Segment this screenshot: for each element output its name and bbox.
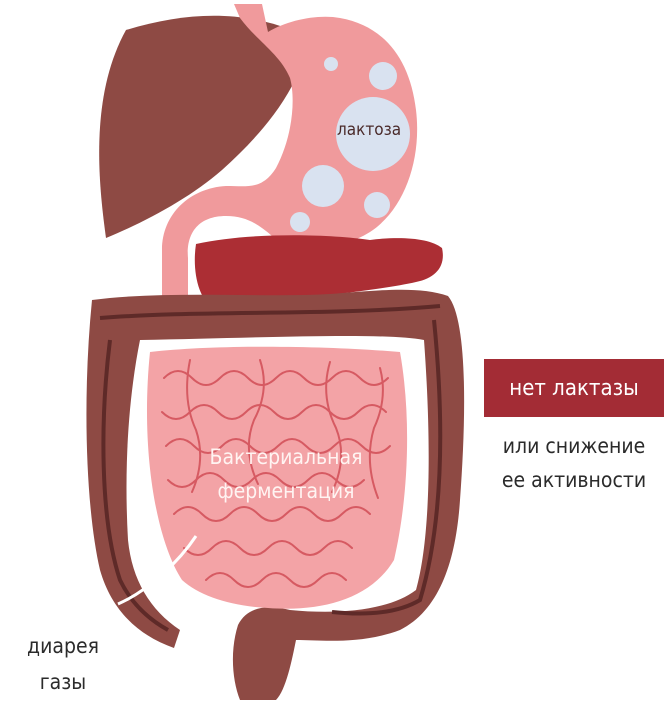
symptom-diarrhea: диарея [18, 628, 108, 664]
lactose-bubble [369, 62, 397, 90]
lactose-bubble [324, 57, 338, 71]
side-caption: или снижение ее активности [484, 429, 664, 497]
symptoms-label: диарея газы [18, 628, 108, 700]
no-lactase-badge: нет лактазы [484, 359, 664, 417]
symptom-gas: газы [18, 664, 108, 700]
fermentation-label-line2: ферментация [186, 474, 386, 508]
fermentation-label: Бактериальная ферментация [186, 440, 386, 508]
side-caption-line1: или снижение [484, 429, 664, 463]
lactose-bubble [302, 165, 344, 207]
lactose-bubble [290, 212, 310, 232]
side-caption-line2: ее активности [484, 463, 664, 497]
fermentation-label-line1: Бактериальная [186, 440, 386, 474]
lactose-bubble [364, 192, 390, 218]
stomach-label: лактоза [337, 120, 401, 140]
